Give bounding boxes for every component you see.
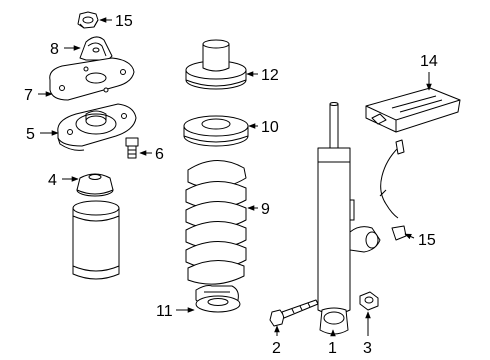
leader-lines	[38, 17, 432, 337]
callout-labels: 15 8 7 5 6 4 12 10 9 11 2 1 3 14 15	[24, 13, 438, 357]
part-2-bolt	[269, 299, 319, 327]
part-3-nut	[359, 291, 379, 311]
part-4-bump-stop	[76, 173, 114, 197]
callout-15: 15	[418, 232, 436, 249]
part-5-strut-mount	[57, 103, 137, 151]
callout-11: 11	[156, 303, 173, 320]
callout-3: 3	[363, 340, 372, 357]
callout-4: 4	[48, 172, 57, 189]
callout-14: 14	[420, 53, 438, 70]
callout-13: 15	[115, 13, 133, 30]
part-6-bolt	[125, 137, 139, 159]
callout-2: 2	[272, 340, 281, 357]
callout-9: 9	[261, 201, 270, 218]
part-15-sensor	[379, 139, 407, 241]
callout-1: 1	[328, 340, 337, 357]
part-8-bracket	[79, 36, 113, 61]
callout-8: 8	[50, 41, 59, 58]
callout-7: 7	[24, 87, 33, 104]
callout-6: 6	[155, 146, 164, 163]
part-10-spring-seat	[183, 115, 249, 147]
part-13-top-nut	[77, 11, 99, 29]
part-11-lower-seat	[195, 285, 241, 313]
callout-5: 5	[26, 126, 35, 143]
part-1-shock-absorber	[317, 102, 381, 335]
dust-boot	[72, 200, 120, 280]
callout-10: 10	[261, 119, 279, 136]
part-9-coil-spring	[185, 160, 247, 285]
callout-12: 12	[261, 67, 279, 84]
part-12-spring-isolator	[185, 39, 247, 90]
part-14-control-module	[365, 87, 461, 133]
part-7-mount-plate	[49, 57, 135, 101]
